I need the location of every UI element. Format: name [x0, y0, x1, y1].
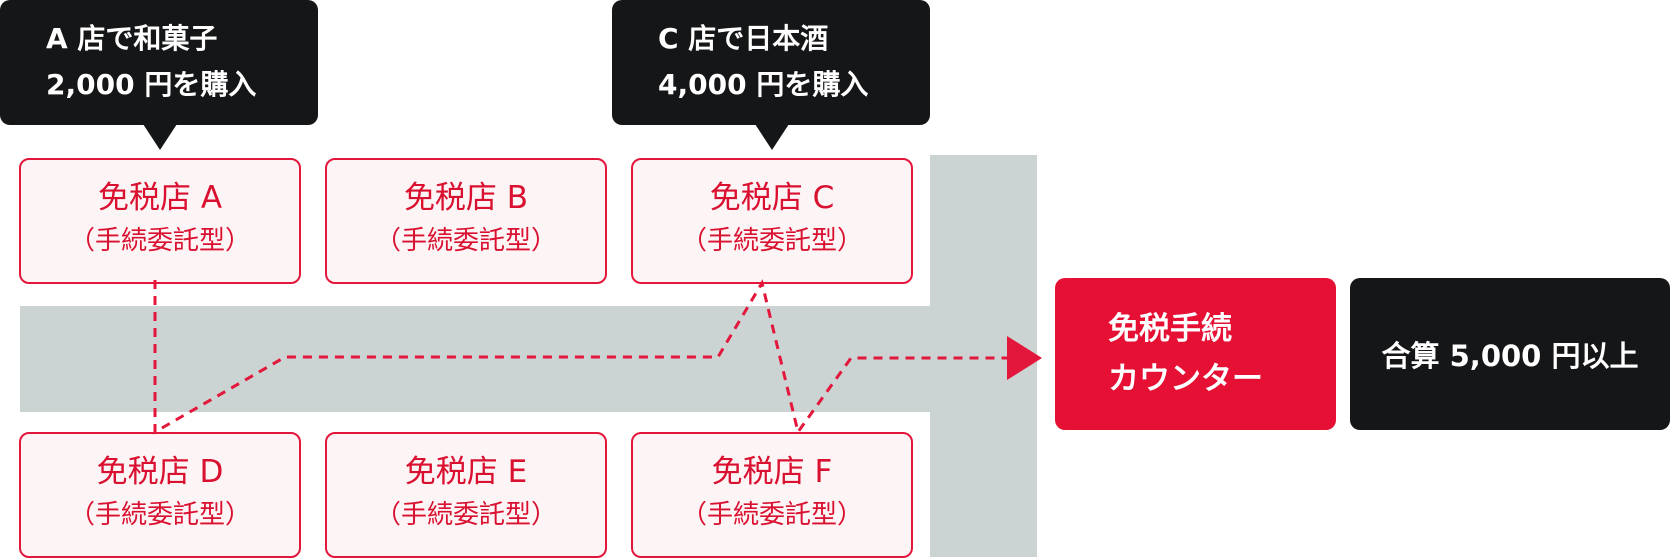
- store-c: 免税店 C （手続委託型）: [631, 158, 913, 284]
- callout-store-c-purchase: C 店で日本酒 4,000 円を購入: [612, 0, 930, 150]
- store-d: 免税店 D （手続委託型）: [19, 432, 301, 558]
- store-e: 免税店 E （手続委託型）: [325, 432, 607, 558]
- counter-line1: 免税手続: [1108, 311, 1232, 347]
- store-a: 免税店 A （手続委託型）: [19, 158, 301, 284]
- store-type: （手続委託型）: [680, 226, 863, 256]
- callout-store-a-purchase: A 店で和菓子 2,000 円を購入: [0, 0, 318, 150]
- total-label: 合算 5,000 円以上: [1381, 339, 1639, 373]
- store-type: （手続委託型）: [68, 226, 251, 256]
- store-name: 免税店 D: [96, 454, 224, 490]
- store-f: 免税店 F （手続委託型）: [631, 432, 913, 558]
- store-type: （手続委託型）: [68, 500, 251, 530]
- tax-free-counter: 免税手続 カウンター: [1055, 278, 1336, 430]
- callout-c-line2: 4,000 円を購入: [658, 68, 869, 101]
- corridor-horizontal: [20, 306, 980, 412]
- store-type: （手続委託型）: [680, 500, 863, 530]
- store-type: （手続委託型）: [374, 500, 557, 530]
- counter-line2: カウンター: [1108, 361, 1263, 397]
- store-type: （手続委託型）: [374, 226, 557, 256]
- store-name: 免税店 C: [709, 180, 835, 216]
- callout-a-line2: 2,000 円を購入: [46, 68, 257, 101]
- store-b: 免税店 B （手続委託型）: [325, 158, 607, 284]
- callout-a-line1: A 店で和菓子: [46, 22, 218, 55]
- callout-c-line1: C 店で日本酒: [658, 22, 829, 55]
- corridor-vertical: [930, 155, 1037, 557]
- store-name: 免税店 B: [403, 180, 529, 216]
- store-name: 免税店 F: [711, 454, 833, 490]
- store-name: 免税店 A: [97, 180, 223, 216]
- total-amount-badge: 合算 5,000 円以上: [1350, 278, 1670, 430]
- store-name: 免税店 E: [404, 454, 528, 490]
